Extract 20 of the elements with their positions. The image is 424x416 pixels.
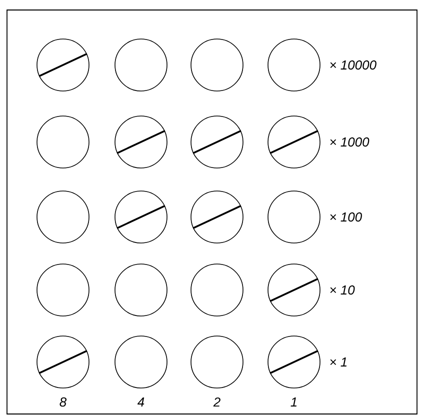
slashed-circle-symbol — [268, 336, 320, 388]
circle-symbol — [268, 38, 320, 92]
slashed-circle-symbol — [36, 336, 90, 388]
slashed-circle-symbol — [190, 116, 244, 168]
slashed-circle-symbol — [190, 190, 244, 244]
circle-symbol — [190, 264, 244, 316]
circle-symbol — [36, 190, 90, 244]
slashed-circle-symbol — [114, 190, 168, 244]
circle-symbol — [114, 264, 168, 316]
slashed-circle-symbol — [268, 264, 320, 316]
circle-symbol — [268, 190, 320, 244]
slashed-circle-symbol — [36, 38, 90, 92]
slashed-circle-symbol — [268, 116, 320, 168]
circle-symbol — [36, 116, 90, 168]
slashed-circle-symbol — [114, 116, 168, 168]
circle-symbol — [36, 264, 90, 316]
circle-symbol — [190, 336, 244, 388]
circle-symbol — [114, 336, 168, 388]
circle-symbol — [190, 38, 244, 92]
circle-symbol — [114, 38, 168, 92]
